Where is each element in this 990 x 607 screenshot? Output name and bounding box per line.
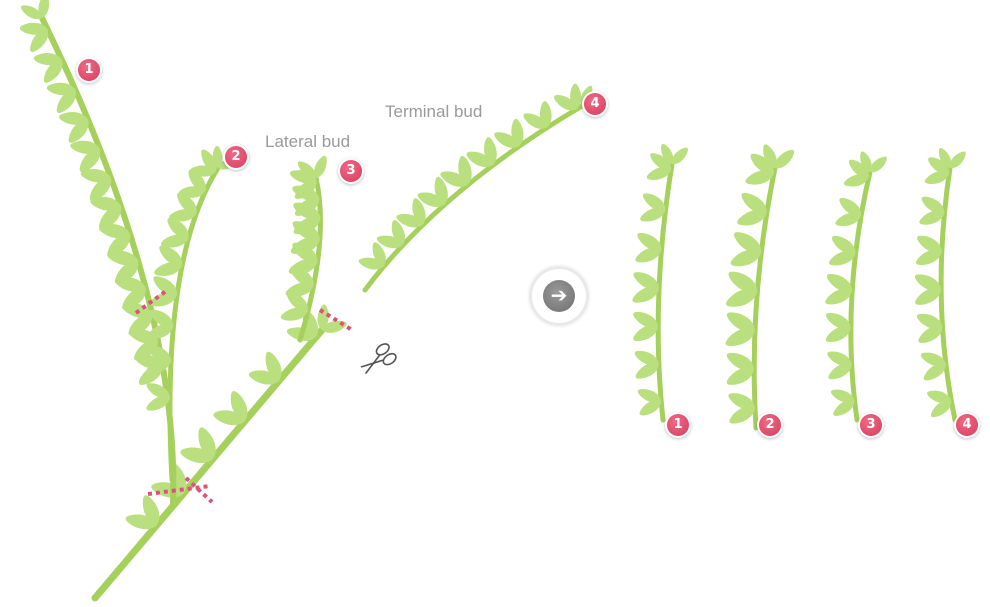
next-arrow-button: ➔: [531, 268, 587, 324]
badge-top-2: 2: [225, 146, 247, 168]
badge-top-1: 1: [78, 59, 100, 81]
lateral-bud-label: Lateral bud: [265, 132, 350, 152]
cuttings: [630, 142, 969, 428]
scissors-icon: [357, 342, 398, 379]
badge-bottom-3: 3: [860, 414, 882, 436]
badge-bottom-1: 1: [667, 414, 689, 436]
badge-bottom-2: 2: [759, 414, 781, 436]
badge-top-4: 4: [584, 93, 606, 115]
terminal-bud-label: Terminal bud: [385, 102, 482, 122]
stem: [95, 330, 322, 598]
stem: [941, 168, 955, 420]
mother-plant: [19, 0, 605, 598]
stem: [365, 106, 582, 290]
badge-bottom-4: 4: [956, 414, 978, 436]
arrow-right-icon: ➔: [543, 280, 575, 312]
badge-top-3: 3: [340, 160, 362, 182]
